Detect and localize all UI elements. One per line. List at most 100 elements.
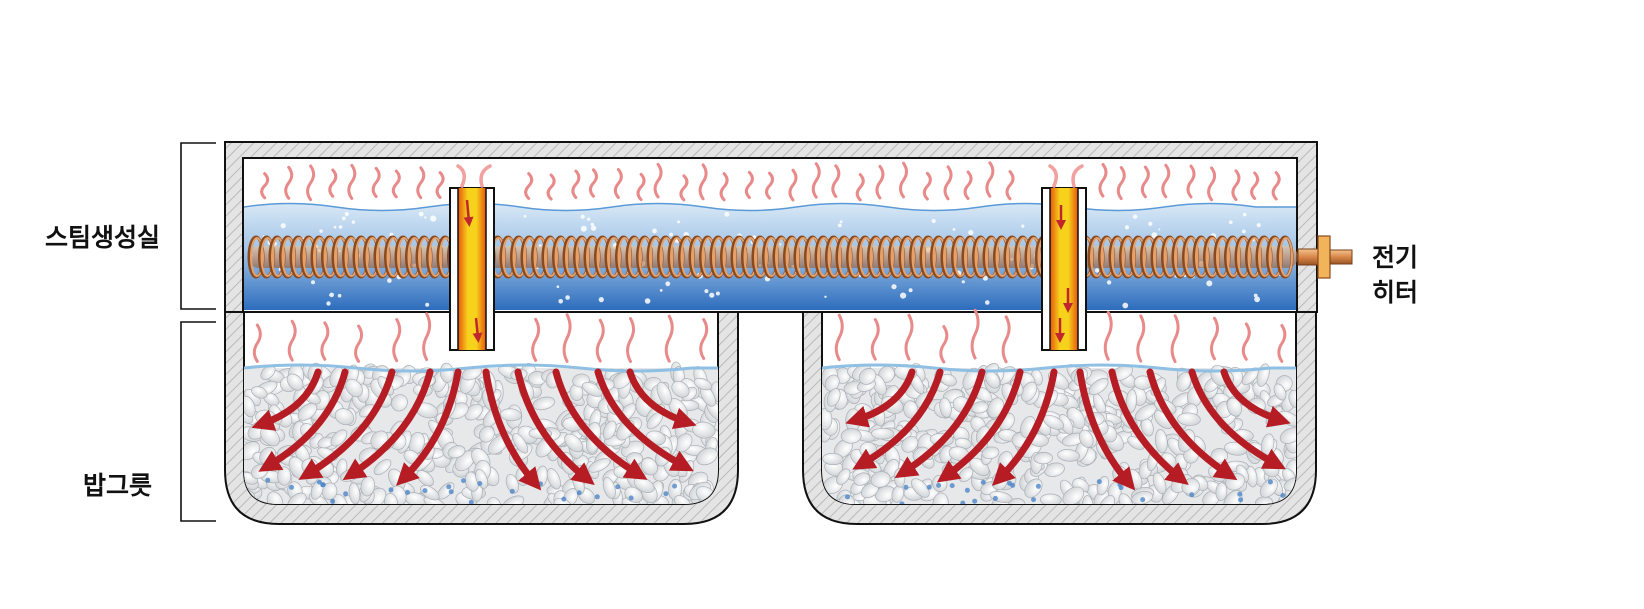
steam-wave-icon xyxy=(354,324,364,363)
steam-chamber-label: 스팀생성실 xyxy=(45,223,161,252)
steam-wave-icon xyxy=(588,168,598,198)
steam-wave-icon xyxy=(679,174,689,202)
steam-wave-icon xyxy=(1186,164,1196,199)
steam-wave-icon xyxy=(834,313,844,362)
steam-wave-icon xyxy=(1001,315,1011,364)
heat-arrow-icon xyxy=(626,368,697,430)
heat-arrows-left xyxy=(251,368,697,491)
steam-wave-icon xyxy=(922,171,932,201)
heat-arrow-icon xyxy=(845,368,916,428)
steam-wave-icon xyxy=(252,323,262,363)
heat-arrow-icon xyxy=(1076,368,1136,491)
heat-arrow-icon xyxy=(1188,368,1286,470)
steam-wave-icon xyxy=(904,313,914,361)
steam-wave-icon xyxy=(719,172,729,202)
steam-wave-icon xyxy=(260,172,270,200)
steam-tube-right xyxy=(1041,187,1087,351)
steam-wave-icon xyxy=(1170,314,1180,364)
heat-arrow-icon xyxy=(298,368,396,480)
steam-wave-icon xyxy=(347,163,357,200)
steam-wave-icon xyxy=(855,173,865,202)
heat-arrow-icon xyxy=(594,368,694,472)
electric-heater-label: 전기 히터 xyxy=(1372,240,1418,310)
steam-wisps-top xyxy=(260,161,1281,202)
steam-wave-icon xyxy=(1209,316,1219,361)
steam-wave-icon xyxy=(1116,166,1126,201)
steam-wave-icon xyxy=(626,317,636,363)
steam-wave-icon xyxy=(1103,310,1113,361)
heat-arrow-icon xyxy=(342,368,434,481)
heat-arrow-icon xyxy=(1108,368,1189,485)
steam-wave-icon xyxy=(1098,162,1108,198)
steam-wave-icon xyxy=(1250,171,1260,200)
steam-wave-icon xyxy=(744,170,754,200)
steam-wave-icon xyxy=(613,168,623,199)
steam-wave-icon xyxy=(371,166,381,199)
steam-wave-icon xyxy=(875,164,885,200)
steam-wave-icon xyxy=(1231,169,1241,202)
steam-wave-icon xyxy=(831,164,841,198)
steam-wave-icon xyxy=(284,165,294,200)
steam-wave-icon xyxy=(939,325,949,364)
steam-wave-icon xyxy=(636,172,646,202)
steam-wave-icon xyxy=(943,165,953,201)
heat-arrow-icon xyxy=(552,368,648,480)
heat-arrow-icon xyxy=(894,368,986,479)
heat-arrow-icon xyxy=(1146,368,1238,481)
heat-arrow-icon xyxy=(258,368,349,472)
heat-arrow-icon xyxy=(251,368,322,431)
heat-arrow-icon xyxy=(936,368,1024,483)
steam-wave-icon xyxy=(698,163,708,201)
steam-wave-icon xyxy=(546,173,556,201)
steam-wave-icon xyxy=(435,171,445,199)
steam-wave-icon xyxy=(595,318,605,363)
steam-tube-left xyxy=(449,187,495,351)
heat-arrow-icon xyxy=(992,368,1058,486)
steam-wave-icon xyxy=(416,166,426,200)
steam-wave-icon xyxy=(320,321,330,361)
steam-wave-icon xyxy=(788,168,798,202)
heat-arrows-right xyxy=(845,368,1291,491)
heat-arrow-icon xyxy=(514,368,595,485)
steam-wave-icon xyxy=(328,168,338,198)
electric-heater-label-line2: 히터 xyxy=(1372,278,1419,307)
steam-wave-icon xyxy=(899,161,908,199)
steam-wave-icon xyxy=(287,319,297,362)
steam-wave-icon xyxy=(392,318,402,363)
heat-arrow-icon xyxy=(396,368,462,486)
steam-wave-icon xyxy=(765,171,775,200)
rice-bowl-bracket xyxy=(180,321,216,522)
steam-wave-icon xyxy=(306,164,316,202)
heat-arrow-icon xyxy=(1220,368,1291,428)
steam-wave-icon xyxy=(1277,323,1287,363)
steam-wave-icon xyxy=(1207,166,1217,202)
steam-wave-icon xyxy=(1136,314,1146,363)
steam-wave-icon xyxy=(524,172,534,200)
heat-arrow-icon xyxy=(852,368,944,470)
electric-heater-label-line1: 전기 xyxy=(1372,243,1419,272)
steam-wave-icon xyxy=(970,308,980,360)
steam-wave-icon xyxy=(1161,163,1171,199)
steam-wave-icon xyxy=(963,170,973,200)
steam-wave-icon xyxy=(870,318,880,361)
tube-steam xyxy=(456,164,1084,188)
steam-wave-icon xyxy=(1241,322,1251,361)
steam-wisps-bowls xyxy=(252,308,1287,364)
rice-bowl-right xyxy=(802,311,1317,525)
steam-wave-icon xyxy=(664,314,674,363)
steam-wave-icon xyxy=(1271,171,1281,201)
steam-chamber-bracket xyxy=(180,142,216,310)
heat-arrow-icon xyxy=(482,368,542,491)
steam-wave-icon xyxy=(391,169,401,199)
steam-wave-icon xyxy=(571,169,581,200)
steam-wave-icon xyxy=(653,162,663,199)
steam-wave-icon xyxy=(985,161,995,198)
steam-wave-icon xyxy=(1140,165,1150,199)
steam-wave-icon xyxy=(1005,170,1015,201)
steam-wave-icon xyxy=(811,162,821,199)
steam-wave-icon xyxy=(699,318,709,361)
steam-wave-icon xyxy=(422,312,432,362)
steam-wave-icon xyxy=(531,317,541,362)
rice-bowl-label: 밥그릇 xyxy=(83,471,153,500)
